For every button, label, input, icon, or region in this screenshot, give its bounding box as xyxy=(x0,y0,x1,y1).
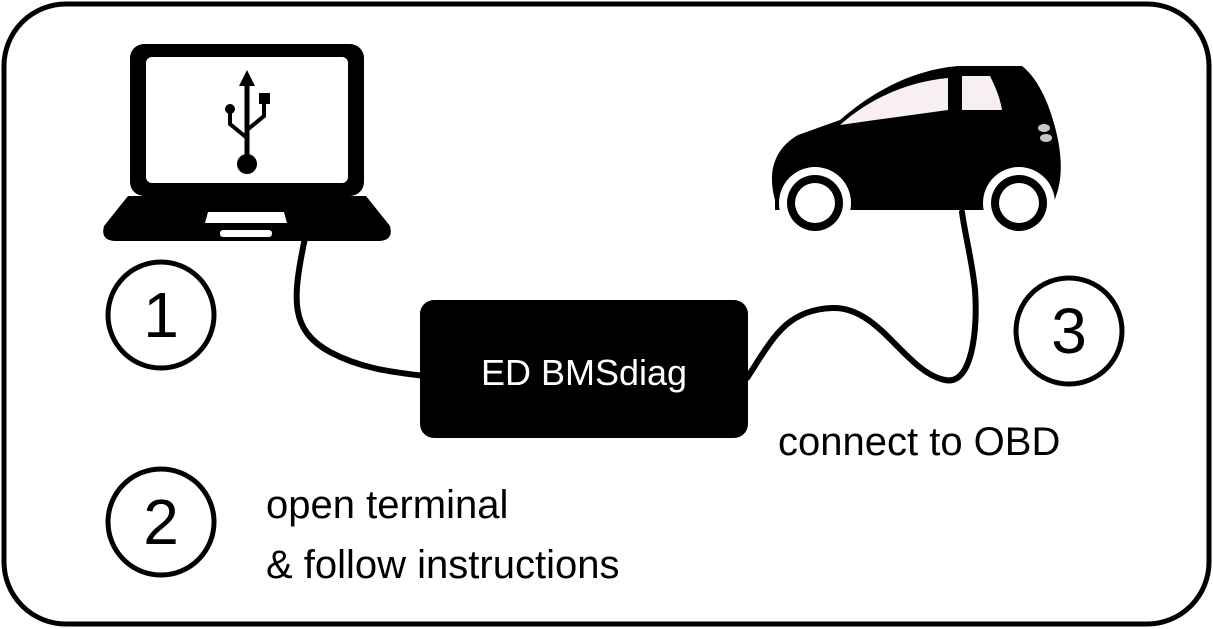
ed-bmsdiag-device: ED BMSdiag xyxy=(420,300,748,438)
step-1-badge: 1 xyxy=(105,259,217,371)
step-2-caption-line-2: & follow instructions xyxy=(266,543,619,587)
step-1-number: 1 xyxy=(143,279,179,351)
obd-cable xyxy=(744,209,979,384)
usb-icon xyxy=(225,70,270,174)
step-3-number: 3 xyxy=(1051,295,1087,367)
step-2-number: 2 xyxy=(143,486,179,558)
step-3-caption: connect to OBD xyxy=(778,420,1060,464)
car-icon xyxy=(771,66,1061,239)
laptop-icon xyxy=(103,44,391,241)
device-label: ED BMSdiag xyxy=(481,352,687,393)
laptop-cable xyxy=(293,235,428,379)
step-2-badge: 2 xyxy=(105,466,217,578)
step-2-caption-line-1: open terminal xyxy=(266,483,508,527)
step-3-badge: 3 xyxy=(1013,275,1125,387)
